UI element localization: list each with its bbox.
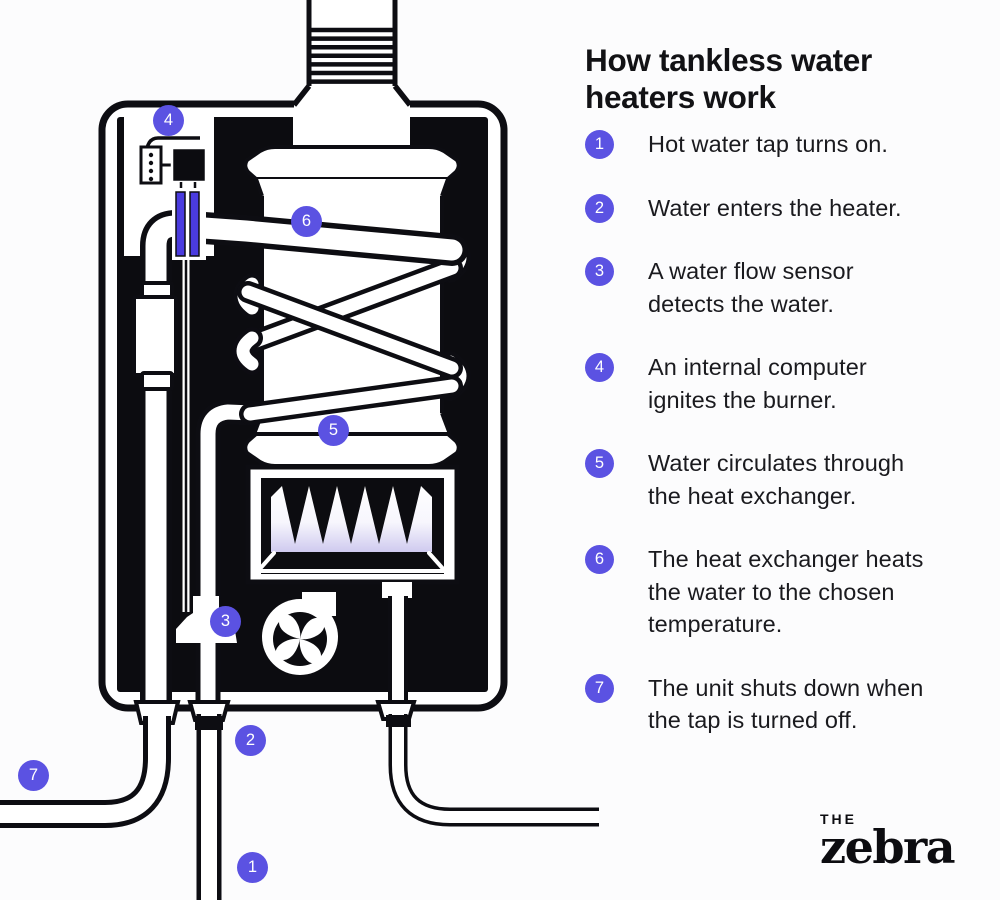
heating-coil bbox=[232, 233, 471, 425]
step-badge-1: 1 bbox=[585, 130, 614, 159]
diagram-badge-1: 1 bbox=[237, 852, 268, 883]
diagram-badge-7: 7 bbox=[18, 760, 49, 791]
step-row-1: 1 Hot water tap turns on. bbox=[585, 128, 985, 161]
cold-water-inlet-pipe bbox=[195, 714, 223, 900]
hot-water-outlet-pipe bbox=[0, 716, 171, 828]
step-text-4: An internal computer ignites the burner. bbox=[648, 354, 867, 413]
step-badge-7: 7 bbox=[585, 673, 614, 703]
logo-the-text: THE bbox=[820, 811, 857, 827]
steps-list: 1 Hot water tap turns on. 2 Water enters… bbox=[585, 128, 985, 737]
step-row-7: 7 The unit shuts down when the tap is tu… bbox=[585, 672, 985, 737]
step-text-1: Hot water tap turns on. bbox=[648, 131, 889, 157]
pipe-filter bbox=[132, 281, 178, 391]
fan bbox=[262, 592, 338, 675]
step-badge-3: 3 bbox=[585, 257, 614, 286]
diagram-badge-2: 2 bbox=[235, 725, 266, 756]
igniter bbox=[172, 182, 206, 612]
step-text-6: The heat exchanger heats the water to th… bbox=[648, 546, 924, 637]
the-zebra-logo: THE zebra bbox=[820, 811, 980, 874]
exhaust-vent bbox=[291, 0, 413, 114]
computer-chip bbox=[170, 146, 208, 184]
step-text-3: A water flow sensor detects the water. bbox=[648, 258, 854, 317]
step-text-2: Water enters the heater. bbox=[648, 194, 902, 221]
step-text-7: The unit shuts down when the tap is turn… bbox=[648, 674, 924, 734]
burner bbox=[245, 464, 460, 598]
step-badge-5: 5 bbox=[585, 449, 614, 478]
gas-supply-pipe bbox=[386, 714, 609, 829]
diagram-badge-6: 6 bbox=[291, 206, 322, 237]
step-row-4: 4 An internal computer ignites the burne… bbox=[585, 351, 985, 416]
step-badge-4: 4 bbox=[585, 353, 614, 382]
cold-water-pipe bbox=[195, 399, 265, 717]
page-title: How tankless water heaters work bbox=[585, 42, 872, 116]
diagram-badge-5: 5 bbox=[318, 415, 349, 446]
diagram-badge-4: 4 bbox=[153, 105, 184, 136]
fan-blades bbox=[275, 614, 325, 664]
step-row-2: 2 Water enters the heater. bbox=[585, 192, 985, 225]
step-badge-6: 6 bbox=[585, 545, 614, 574]
burner-flames bbox=[271, 486, 432, 552]
step-row-5: 5 Water circulates through the heat exch… bbox=[585, 447, 985, 512]
logo-zebra-text: zebra bbox=[820, 820, 956, 874]
step-badge-2: 2 bbox=[585, 193, 614, 223]
step-row-6: 6 The heat exchanger heats the water to … bbox=[585, 543, 985, 641]
step-row-3: 3 A water flow sensor detects the water. bbox=[585, 255, 985, 320]
diagram-badge-3: 3 bbox=[210, 606, 241, 637]
step-text-5: Water circulates through the heat exchan… bbox=[648, 450, 905, 509]
